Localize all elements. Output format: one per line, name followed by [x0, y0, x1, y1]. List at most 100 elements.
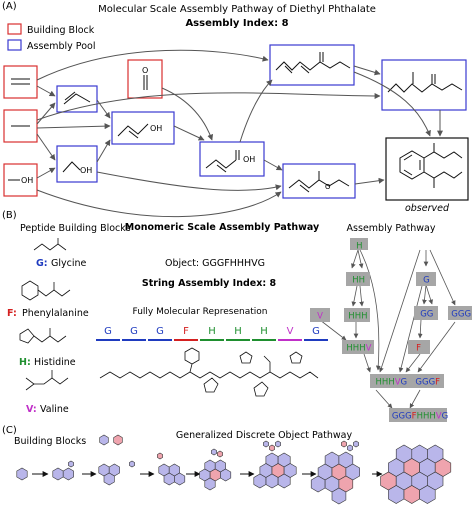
hexagon [331, 487, 347, 505]
phenylalanine-structure [21, 280, 71, 301]
peptide-chain-structure [99, 347, 319, 397]
sequence-letter: H [208, 326, 216, 337]
building-block-carbon-monoxide: O [127, 59, 163, 99]
sequence-letter: G [312, 326, 320, 337]
pathway-node-hhhv: HHHV [342, 340, 374, 354]
svg-text:H: H [356, 242, 362, 252]
phenylalanine-name: Phenylalanine [22, 308, 89, 319]
pool-butenol: OH [111, 111, 175, 145]
pool-propene [56, 85, 98, 113]
panel-b: (B) Peptide Building Blocks Monomeric Sc… [2, 210, 436, 415]
pathway-node-gggf: GGGF [410, 374, 444, 388]
pool-ethyl-butenoate: O [282, 163, 356, 199]
svg-text:HH: HH [352, 276, 365, 286]
svg-text:G: G [423, 276, 430, 286]
hexagon [220, 468, 232, 482]
legend-pink-hexagon [113, 434, 123, 446]
hexagon [211, 448, 217, 456]
pathway-node-g: G [416, 272, 436, 286]
hexagon [263, 440, 269, 448]
object-label: Object: GGGFHHHVG [165, 258, 265, 269]
phenylalanine-letter: F: [7, 308, 17, 319]
hexagon [353, 440, 359, 448]
hexagon [217, 450, 223, 458]
svg-text:GGG: GGG [451, 310, 471, 320]
legend-pool-swatch [7, 39, 22, 51]
pathway-node-gg: GG [414, 306, 438, 320]
oh-label-1: OH [21, 176, 33, 185]
pathway-node-f: F [408, 340, 430, 354]
svg-text:V: V [317, 312, 323, 322]
panel-a: (A) Molecular Scale Assembly Pathway of … [2, 1, 469, 218]
hexagon [103, 472, 115, 486]
building-block-methane [3, 109, 38, 143]
monomeric-title: Monomeric Scale Assembly Pathway [125, 222, 320, 233]
pathway-node-h: H [350, 238, 368, 252]
pathway-node-hhhvg: HHHVG [370, 374, 410, 388]
sequence-letter: G [104, 326, 112, 337]
histidine-structure [19, 328, 67, 344]
building-block-methanol: OH [3, 163, 38, 197]
sequence-letter: V [287, 326, 294, 337]
sequence-letter: G [130, 326, 138, 337]
svg-text:GG: GG [420, 310, 433, 320]
pathway-node-hh: HH [346, 272, 370, 286]
panel-c: (C) Building Blocks Generalized Discrete… [2, 425, 452, 505]
glycine-letter: G: [36, 258, 48, 269]
assembly-index: Assembly Index: 8 [185, 18, 288, 29]
svg-text:GGGF: GGGF [415, 378, 440, 388]
svg-text:O: O [325, 183, 331, 191]
svg-text:HHH: HHH [348, 312, 367, 322]
hexagon [62, 467, 74, 481]
svg-text:F: F [416, 344, 421, 354]
pool-ethyl-methylpentadienoate [381, 59, 467, 111]
glycine-structure [33, 238, 67, 251]
hexagon [269, 444, 275, 452]
observed-label: observed [405, 203, 450, 214]
hexagon [163, 472, 175, 486]
legend-building-swatch [7, 23, 22, 35]
sequence-letter: G [156, 326, 164, 337]
panel-c-label: (C) [2, 425, 17, 436]
sequence-letter: F [183, 326, 189, 337]
valine-structure [25, 370, 69, 391]
oh-label-2: OH [80, 166, 92, 175]
svg-text:HHHV: HHHV [346, 344, 371, 354]
valine-letter: V: [26, 404, 37, 415]
pathway-node-hhh: HHH [344, 308, 370, 322]
assembly-pathway-title: Assembly Pathway [347, 223, 436, 234]
string-assembly-index: String Assembly Index: 8 [142, 278, 277, 289]
hexagon [204, 477, 216, 491]
hexagon [174, 472, 186, 486]
building-block-ethylene [3, 65, 38, 99]
observed-diethyl-phthalate [385, 137, 469, 201]
hexagon [16, 467, 28, 481]
oh-label-4: OH [243, 155, 255, 164]
panel-a-label: (A) [2, 1, 17, 12]
pathway-node-v: V [310, 308, 330, 322]
svg-text:GGGFHHHVG: GGGFHHHVG [392, 412, 448, 422]
hexagon [277, 473, 291, 489]
panel-a-arrows [36, 49, 443, 218]
generalized-pathway-title: Generalized Discrete Object Pathway [176, 430, 353, 441]
hexagon [68, 460, 74, 468]
histidine-name: Histidine [34, 357, 76, 368]
histidine-letter: H: [19, 357, 31, 368]
legend-blue-hexagon [99, 434, 109, 446]
pool-ethyl-pentadienoate [269, 44, 355, 86]
hexagon [347, 444, 353, 452]
peptide-title: Peptide Building Blocks [20, 223, 131, 234]
sequence-letter: H [260, 326, 268, 337]
pathway-node-final: GGGFHHHVG [389, 408, 448, 422]
glycine-name: Glycine [51, 258, 87, 269]
hexagon [157, 452, 163, 460]
fully-molecular-label: Fully Molecular Represenation [133, 307, 268, 317]
hexagon [275, 440, 281, 448]
building-blocks-label: Building Blocks [14, 436, 86, 447]
hexagon [253, 473, 267, 489]
pathway-node-ggg: GGG [448, 306, 472, 320]
oh-label-3: OH [150, 124, 162, 133]
